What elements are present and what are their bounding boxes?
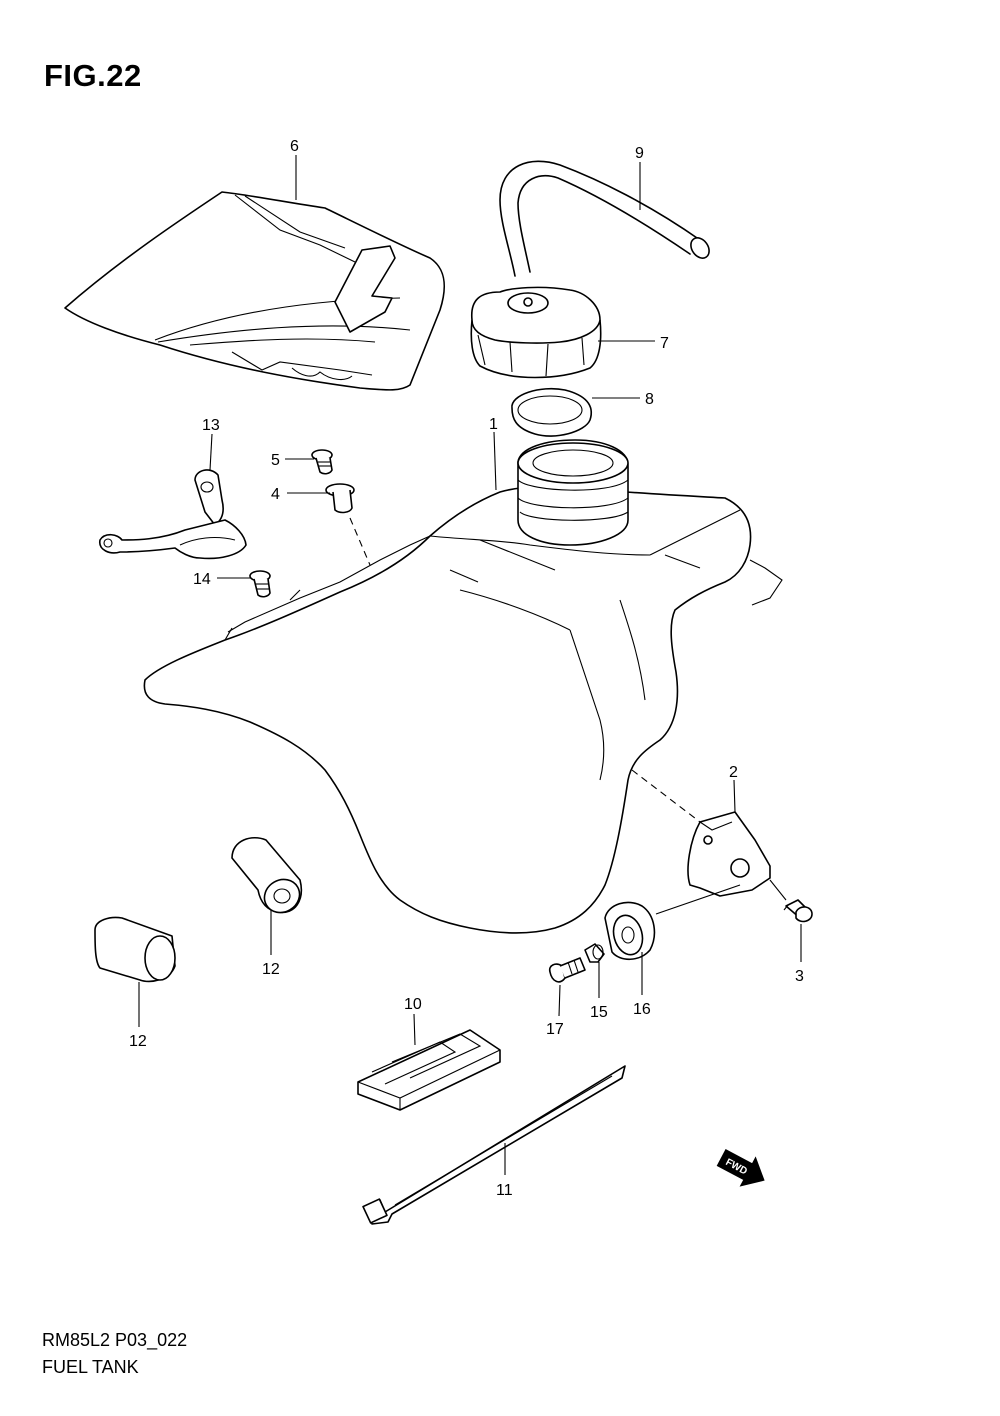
callout-14: 14 [193,571,211,588]
part-10-rubber-pad [357,1029,501,1111]
callout-9: 9 [635,145,644,162]
part-12-cushion-upper [231,836,302,914]
figure-name: FUEL TANK [42,1357,139,1377]
callout-3: 3 [795,968,804,985]
callout-10: 10 [404,996,422,1013]
assembly-line-screw-to-bracket [769,879,787,901]
callout-6: 6 [290,138,299,155]
assembly-line-collar-to-tank [349,517,371,566]
part-16-cushion [604,901,656,961]
callout-7: 7 [660,335,669,352]
part-17-bolt [548,957,586,983]
callout-16: 16 [633,1001,651,1018]
figure-title: FIG.22 [44,58,142,93]
callout-2: 2 [729,764,738,781]
figure-code: RM85L2 P03_022 [42,1330,188,1350]
part-13-holder [99,469,247,560]
fwd-direction-arrow: FWD [716,1149,765,1187]
part-3-screw [783,899,813,923]
part-8-cap-seal [511,387,592,437]
part-4-collar [325,483,355,514]
part-6-tank-shroud [64,191,446,391]
part-7-fuel-cap [470,286,602,379]
callout-12-lower: 12 [129,1033,147,1050]
assembly-line-bracket-to-cushion [655,884,741,915]
part-15-collar [584,943,605,963]
callout-4: 4 [271,486,280,503]
assembly-line-tank-to-bracket [631,769,701,823]
part-1-fuel-tank [143,439,783,934]
leader-lines [138,155,802,1175]
part-9-breather-hose [499,160,710,277]
callout-17: 17 [546,1021,564,1038]
part-2-bracket [687,811,771,897]
part-14-screw [249,570,271,598]
callout-11: 11 [496,1182,513,1199]
part-12-cushion-lower [94,916,176,983]
part-11-clamp-band [362,1065,626,1225]
callout-1: 1 [489,416,498,433]
callout-8: 8 [645,391,654,408]
callout-15: 15 [590,1004,608,1021]
callout-12-upper: 12 [262,961,280,978]
callout-13: 13 [202,417,220,434]
callout-5: 5 [271,452,280,469]
part-5-bolt [311,449,333,475]
